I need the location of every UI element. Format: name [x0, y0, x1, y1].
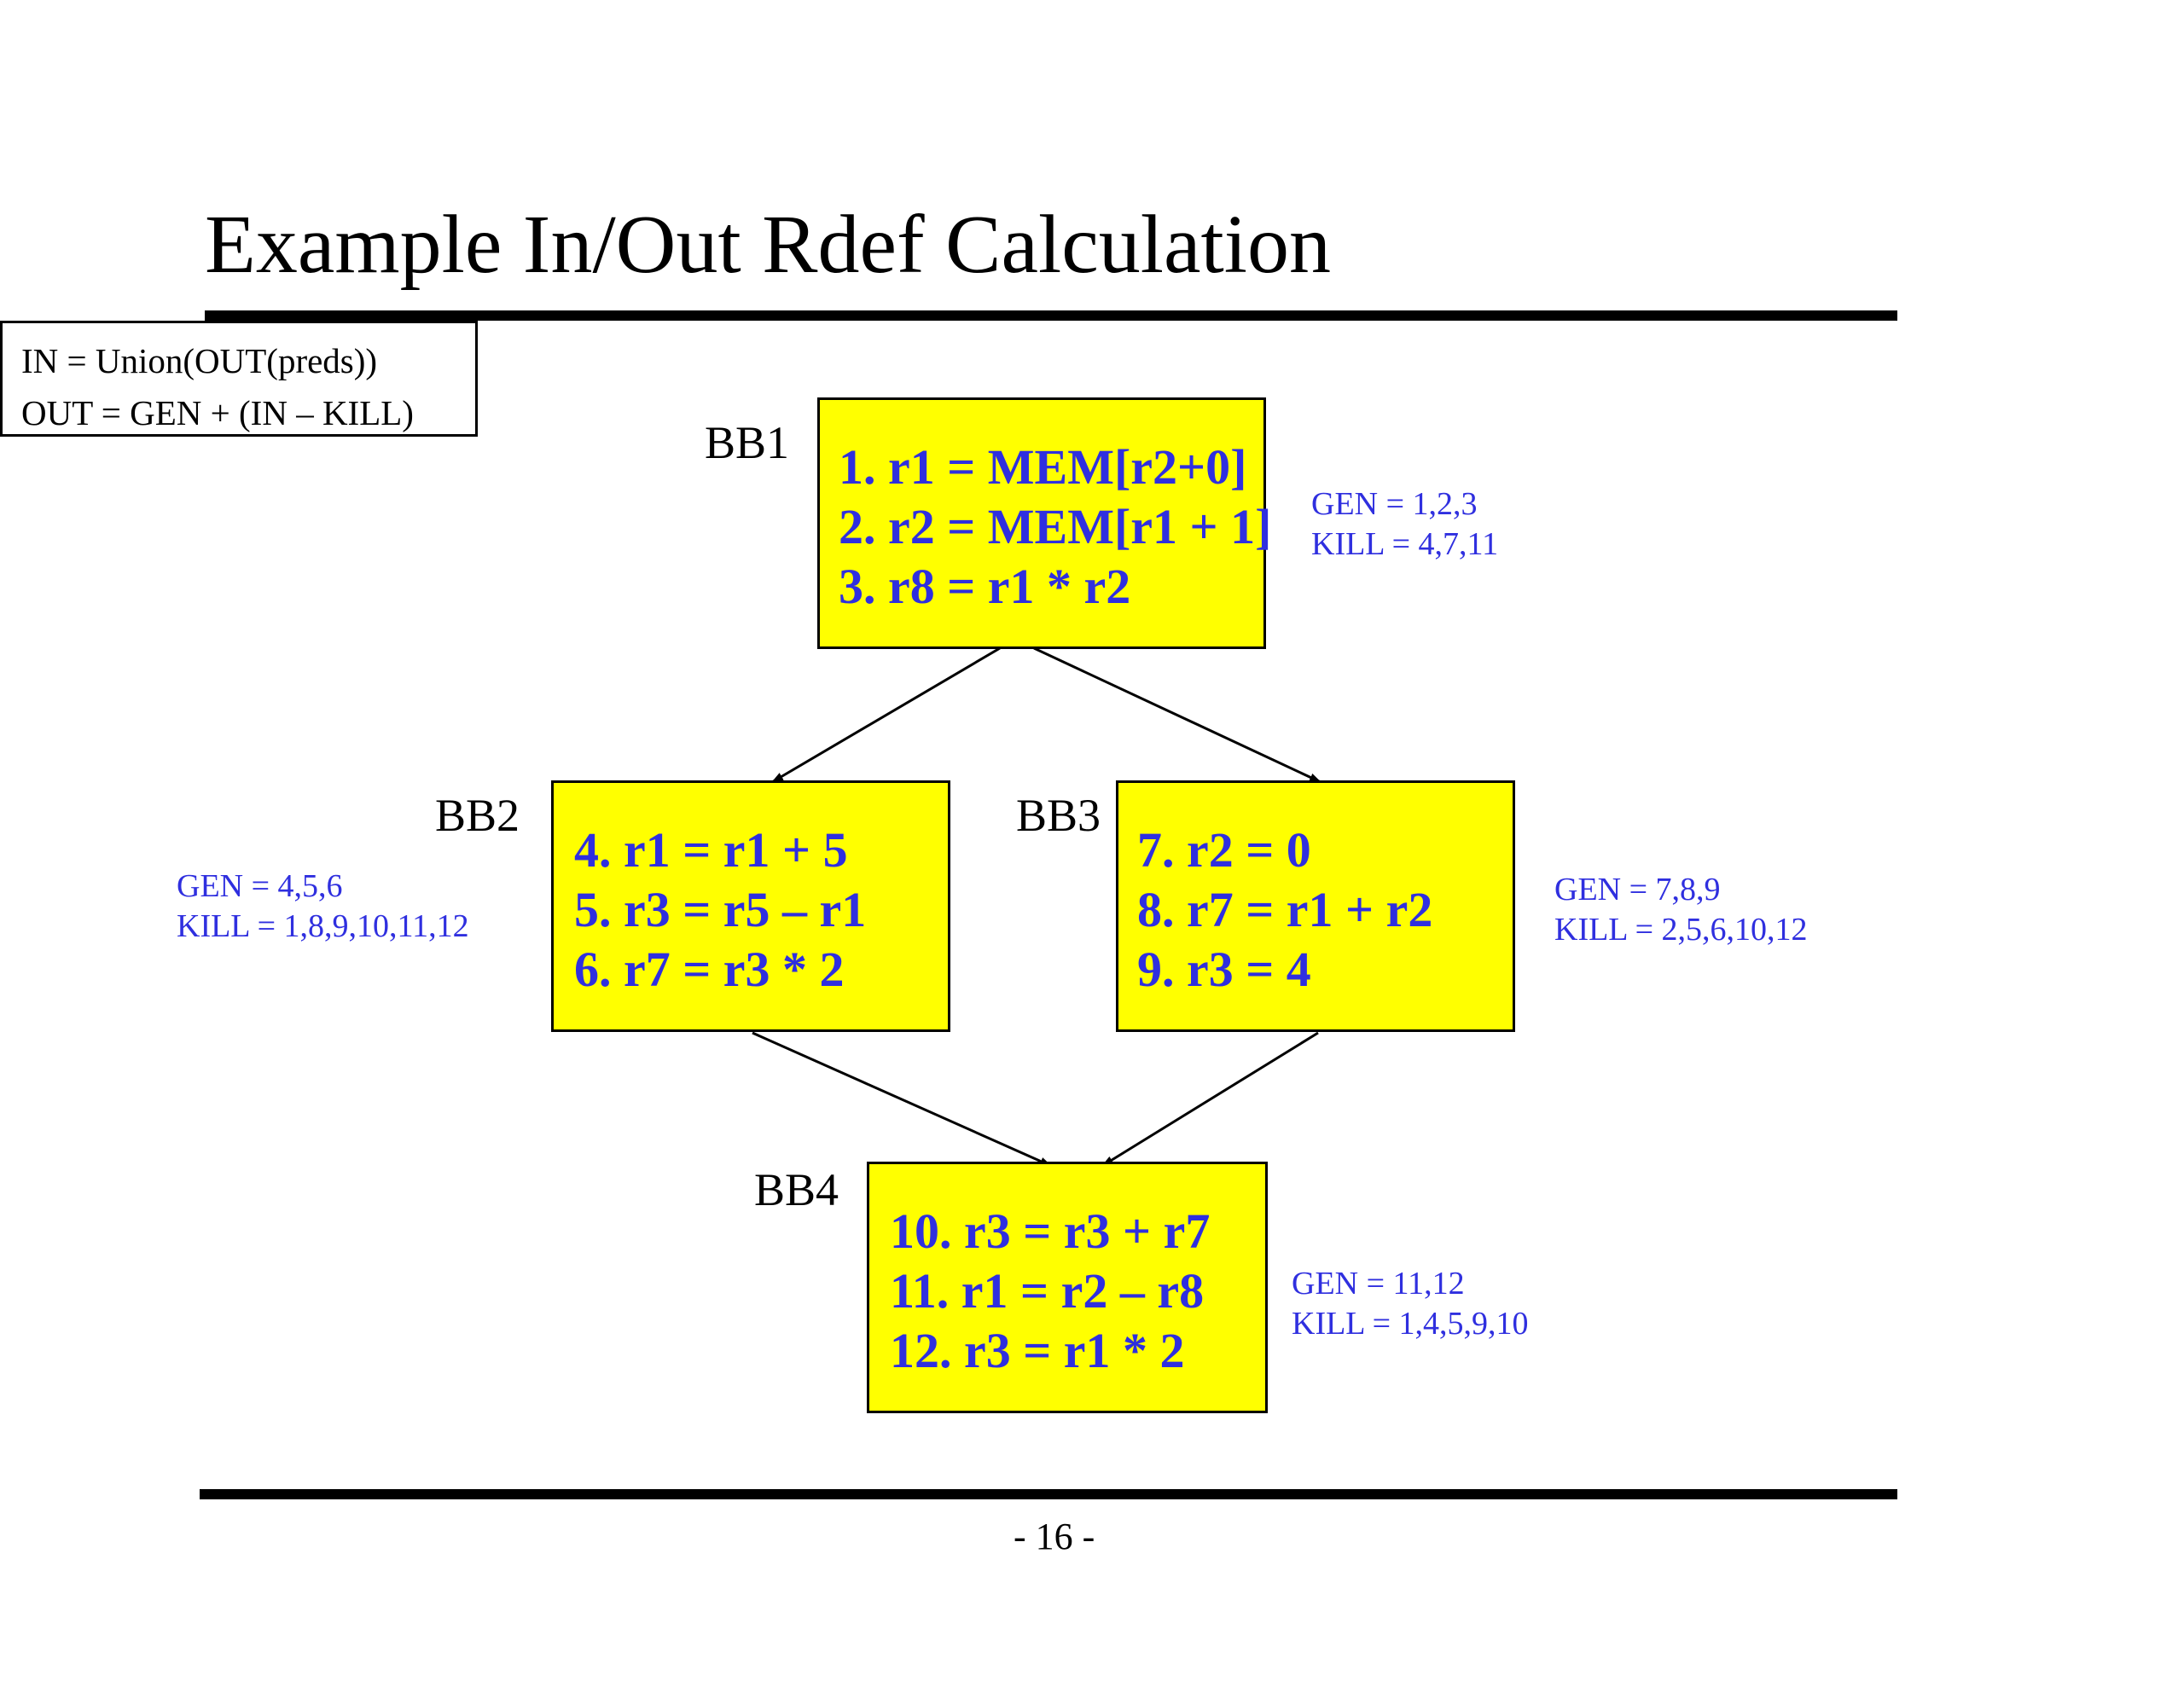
- bb4-statement: 10. r3 = r3 + r7: [890, 1203, 1211, 1259]
- bb1-kill: KILL = 4,7,11: [1311, 526, 1499, 562]
- page-number: - 16 -: [1014, 1516, 1095, 1557]
- edge-bb1-bb3: [1033, 646, 1321, 784]
- bb1-statement: 2. r2 = MEM[r1 + 1]: [839, 499, 1272, 554]
- bb3-statement: 8. r7 = r1 + r2: [1137, 882, 1433, 937]
- bb1-statement: 1. r1 = MEM[r2+0]: [839, 439, 1247, 495]
- bb4-label: BB4: [754, 1164, 839, 1215]
- bb4-statement: 11. r1 = r2 – r8: [890, 1263, 1205, 1319]
- bb3-kill: KILL = 2,5,6,10,12: [1554, 912, 1808, 948]
- basic-block-bb1: 1. r1 = MEM[r2+0] 2. r2 = MEM[r1 + 1] 3.…: [817, 397, 1272, 649]
- bb4-statement: 12. r3 = r1 * 2: [890, 1323, 1185, 1378]
- title-divider: [205, 310, 1897, 321]
- bb4-gen-kill: GEN = 11,12 KILL = 1,4,5,9,10: [1292, 1264, 1529, 1344]
- bb3-statement: 9. r3 = 4: [1137, 942, 1311, 997]
- bb2-label: BB2: [435, 790, 520, 841]
- bb1-gen-kill: GEN = 1,2,3 KILL = 4,7,11: [1311, 484, 1498, 565]
- bb2-statement: 6. r7 = r3 * 2: [574, 942, 845, 997]
- edge-bb3-bb4: [1101, 1031, 1319, 1168]
- bb2-gen: GEN = 4,5,6: [177, 868, 343, 904]
- bb1-gen: GEN = 1,2,3: [1311, 486, 1478, 522]
- basic-block-bb4: 10. r3 = r3 + r7 11. r1 = r2 – r8 12. r3…: [867, 1162, 1268, 1413]
- bb2-statement: 5. r3 = r5 – r1: [574, 882, 867, 937]
- dataflow-equations-box: IN = Union(OUT(preds)) OUT = GEN + (IN –…: [0, 321, 478, 437]
- bb4-gen: GEN = 11,12: [1292, 1266, 1465, 1301]
- out-equation: OUT = GEN + (IN – KILL): [21, 393, 414, 432]
- edge-bb2-bb4: [752, 1031, 1052, 1168]
- bb3-label: BB3: [1016, 790, 1101, 841]
- bb3-statement: 7. r2 = 0: [1137, 822, 1311, 878]
- bb3-gen-kill: GEN = 7,8,9 KILL = 2,5,6,10,12: [1554, 870, 1808, 950]
- bb2-kill: KILL = 1,8,9,10,11,12: [177, 908, 469, 944]
- basic-block-bb2: 4. r1 = r1 + 5 5. r3 = r5 – r1 6. r7 = r…: [551, 780, 950, 1032]
- edge-bb1-bb2: [771, 646, 1001, 784]
- bb4-kill: KILL = 1,4,5,9,10: [1292, 1306, 1529, 1342]
- basic-block-bb3: 7. r2 = 0 8. r7 = r1 + r2 9. r3 = 4: [1116, 780, 1515, 1032]
- footer-divider: [200, 1489, 1897, 1499]
- slide-title: Example In/Out Rdef Calculation: [205, 199, 1331, 291]
- bb2-statement: 4. r1 = r1 + 5: [574, 822, 848, 878]
- bb2-gen-kill: GEN = 4,5,6 KILL = 1,8,9,10,11,12: [177, 867, 469, 947]
- bb1-label: BB1: [705, 417, 790, 468]
- in-equation: IN = Union(OUT(preds)): [21, 341, 378, 380]
- bb1-statement: 3. r8 = r1 * r2: [839, 559, 1131, 614]
- bb3-gen: GEN = 7,8,9: [1554, 872, 1721, 907]
